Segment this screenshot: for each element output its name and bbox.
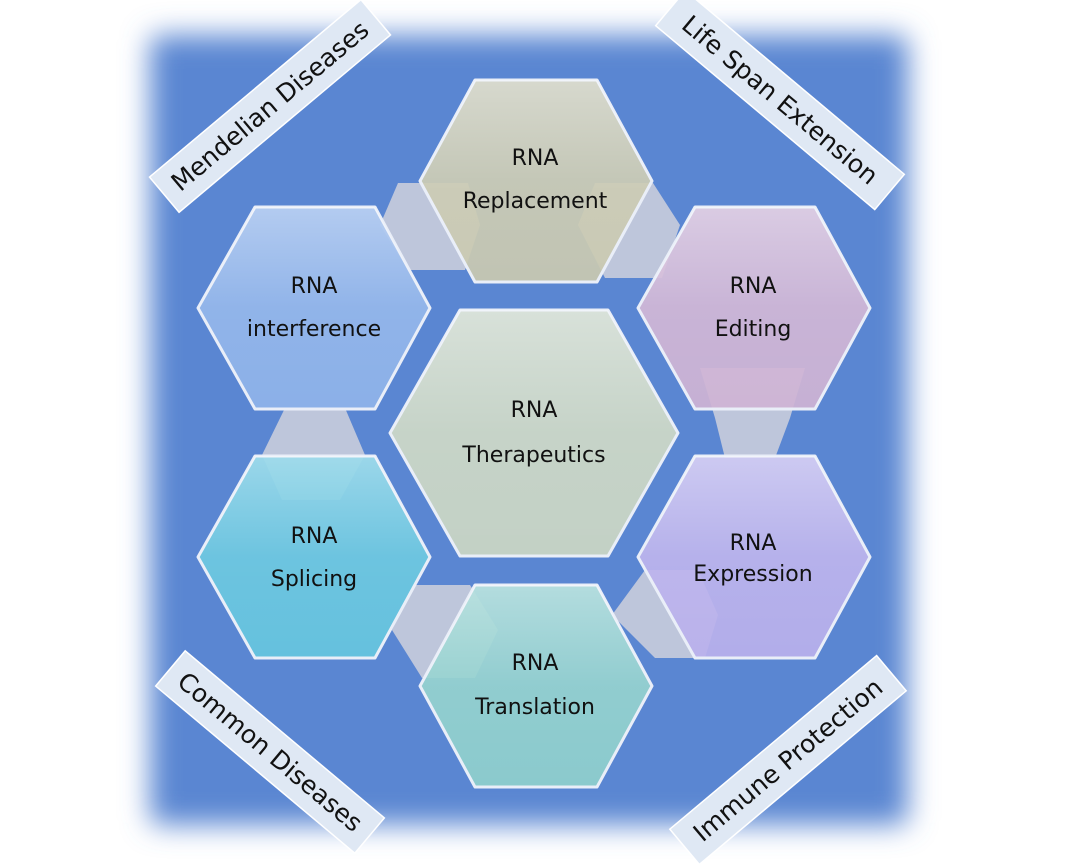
hexagon-label-line1: RNA (512, 146, 559, 171)
hexagon-rna-interference: RNA interference (196, 205, 432, 411)
hexagon-label-line2: Splicing (271, 567, 357, 592)
hexagon-gloss (420, 80, 652, 282)
corner-label-box (668, 654, 908, 865)
hexagon-label-line2: Therapeutics (461, 443, 605, 468)
hexagon-label-line1: RNA (730, 531, 777, 556)
hexagon-label-line1: RNA (512, 651, 559, 676)
hexagon-label-line1: RNA (511, 398, 558, 423)
hexagon-label-line1: RNA (291, 524, 338, 549)
corner-label-box (154, 649, 386, 855)
hexagon-label-line2: Translation (474, 695, 595, 720)
hexagon-rna-therapeutics: RNA Therapeutics (388, 308, 680, 558)
hexagon-rna-editing: RNA Editing (636, 205, 872, 411)
hexagon-label-line2: Editing (715, 317, 792, 342)
hexagon-label-line2: interference (247, 317, 381, 342)
hexagon-gloss (198, 456, 430, 658)
hexagon-rna-replacement: RNA Replacement (418, 78, 654, 284)
hexagon-rna-expression: RNA Expression (636, 454, 872, 660)
hexagon-label-line2: Expression (693, 562, 812, 587)
hexagon-gloss (638, 207, 870, 409)
corner-label-box (148, 0, 392, 214)
hexagon-label-line2: Replacement (463, 189, 608, 214)
hexagon-rna-translation: RNA Translation (418, 583, 654, 789)
hexagon-label-line1: RNA (730, 274, 777, 299)
hexagon-label-line1: RNA (291, 274, 338, 299)
hexagon-gloss (638, 456, 870, 658)
hexagon-rna-splicing: RNA Splicing (196, 454, 432, 660)
hexagon-gloss (420, 585, 652, 787)
hexagon-gloss (390, 310, 678, 556)
corner-label-box (654, 0, 906, 211)
hexagon-gloss (198, 207, 430, 409)
